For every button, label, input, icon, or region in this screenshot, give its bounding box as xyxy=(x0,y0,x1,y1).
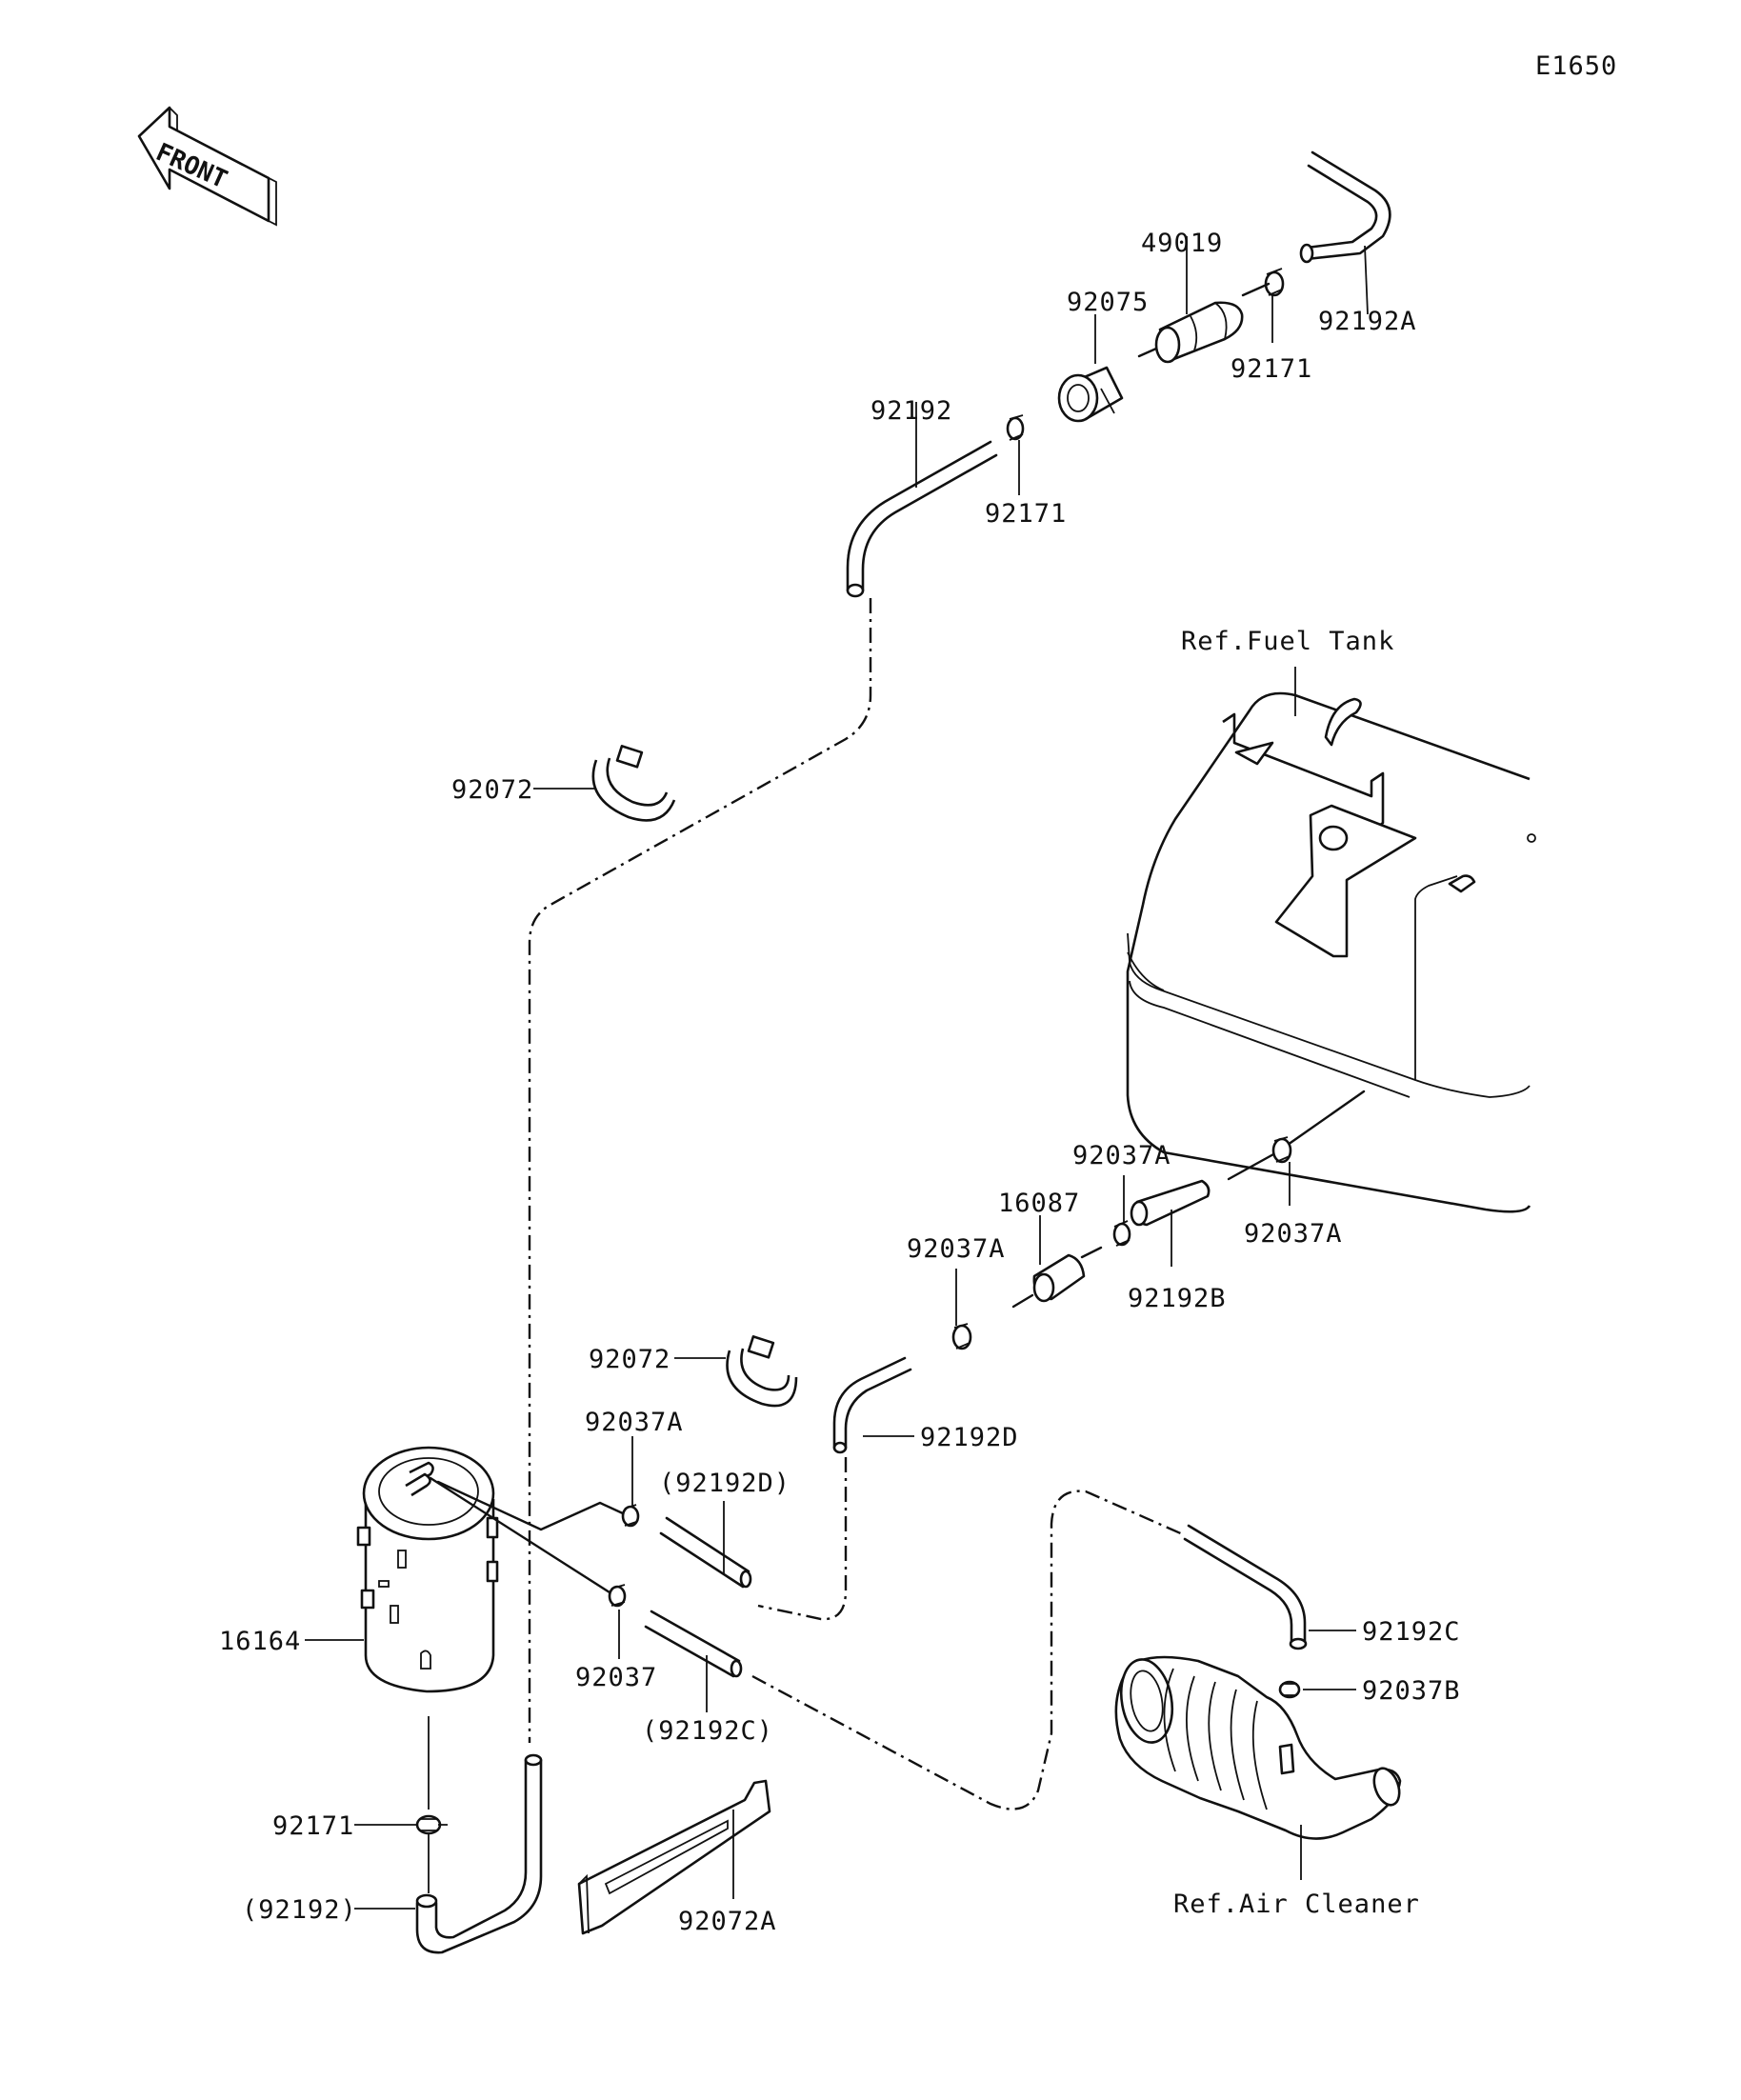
clamp-92037A-a xyxy=(951,1269,972,1350)
hose-92192-top xyxy=(846,402,998,598)
clamp-92171-lower xyxy=(354,1814,448,1835)
diagram-code: E1650 xyxy=(1535,51,1617,81)
part-label-92192B: 92192B xyxy=(1128,1284,1227,1313)
part-label-92171-lower: 92171 xyxy=(272,1811,354,1841)
hose-92192C-paren xyxy=(644,1610,743,1712)
part-label-92192D-paren: (92192D) xyxy=(659,1469,790,1498)
part-label-92072-upper: 92072 xyxy=(451,775,533,805)
fuel-tank-label: Ref.Fuel Tank xyxy=(1181,627,1394,656)
part-label-92171-upper: 92171 xyxy=(1231,354,1312,384)
band-92072-lower xyxy=(674,1335,798,1408)
part-label-92192-top: 92192 xyxy=(870,396,952,426)
hose-92192A xyxy=(1299,150,1391,315)
hose-92192B xyxy=(1130,1179,1211,1267)
clamp-92171-upper xyxy=(1264,268,1285,343)
clamp-92037A-d xyxy=(621,1436,640,1528)
part-label-92192C: 92192C xyxy=(1362,1617,1461,1647)
part-label-92037A-d: 92037A xyxy=(585,1408,684,1437)
part-label-92192C-paren: (92192C) xyxy=(642,1716,773,1746)
fuel-filter-49019 xyxy=(1137,236,1271,364)
part-label-92192D: 92192D xyxy=(920,1423,1019,1452)
part-label-92171-mid: 92171 xyxy=(985,499,1067,529)
clamp-92037B xyxy=(1278,1680,1356,1699)
part-label-92037B: 92037B xyxy=(1362,1676,1461,1706)
clamp-92037A-b xyxy=(1112,1175,1131,1247)
part-label-92037A-a: 92037A xyxy=(907,1234,1006,1264)
part-label-16087: 16087 xyxy=(998,1189,1080,1218)
part-label-92192-paren: (92192) xyxy=(242,1895,357,1925)
air-cleaner-ref: Ref.Air Cleaner xyxy=(1114,1655,1420,1919)
hose-92192D-paren xyxy=(659,1501,752,1589)
part-label-92037A-c: 92037A xyxy=(1244,1219,1343,1249)
valve-16087 xyxy=(1011,1215,1103,1309)
air-cleaner-label: Ref.Air Cleaner xyxy=(1173,1890,1420,1919)
front-arrow-icon: FRONT xyxy=(137,106,277,227)
band-92072-upper xyxy=(533,745,676,822)
canister-16164 xyxy=(305,1446,499,1693)
part-label-92072-lower: 92072 xyxy=(589,1345,670,1374)
part-label-49019: 49019 xyxy=(1141,229,1223,258)
clamp-92171-mid xyxy=(1006,414,1025,495)
part-label-92192A: 92192A xyxy=(1318,307,1417,336)
clamp-92037 xyxy=(608,1584,627,1659)
part-label-92072A: 92072A xyxy=(678,1907,777,1936)
holder-92075 xyxy=(1057,314,1124,423)
clamp-92037A-c xyxy=(1271,1136,1292,1206)
part-label-92037: 92037 xyxy=(575,1663,657,1692)
part-label-16164: 16164 xyxy=(219,1627,301,1656)
fuel-tank-ref: Ref.Fuel Tank xyxy=(1126,627,1536,1213)
strap-92072A xyxy=(577,1779,771,1935)
part-label-92075: 92075 xyxy=(1067,288,1149,317)
hose-92192-paren xyxy=(354,1753,543,1954)
hose-92192C xyxy=(1183,1524,1356,1650)
hose-92192D xyxy=(757,1356,914,1621)
part-label-92037A-b: 92037A xyxy=(1072,1141,1171,1170)
